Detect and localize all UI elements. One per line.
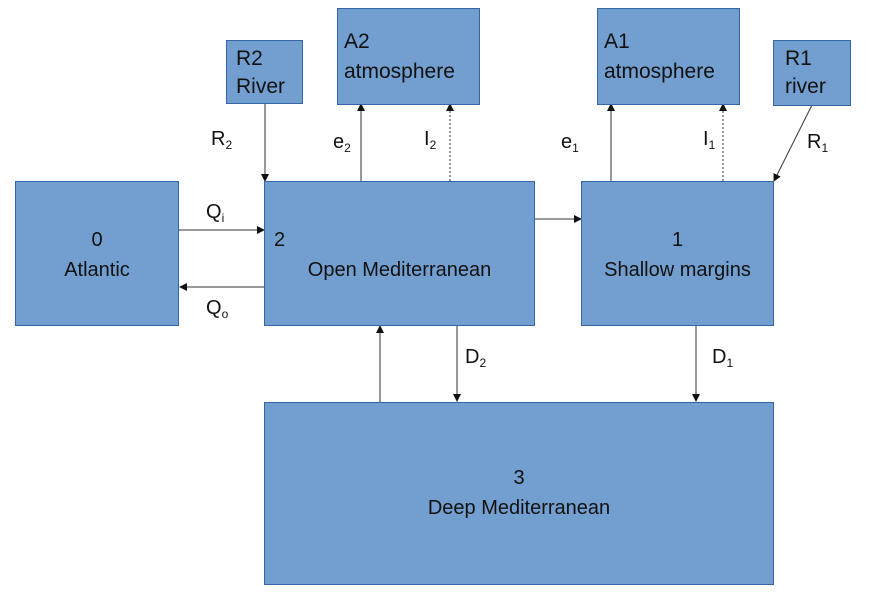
box-deep-mediterranean-id: 3 — [513, 467, 525, 489]
box-open-mediterranean-id: 2 — [274, 229, 286, 251]
label-i2: I2 — [424, 128, 436, 152]
box-a2-name: atmosphere — [344, 60, 455, 83]
label-qo-base: Q — [206, 297, 222, 319]
label-d1-sub: 1 — [726, 356, 734, 370]
label-e1: e1 — [561, 131, 579, 155]
label-e1-base: e — [561, 131, 573, 153]
box-atlantic[interactable]: 0 Atlantic — [15, 181, 179, 326]
box-a1-atmosphere[interactable]: A1 atmosphere — [597, 8, 740, 105]
box-r1-id: R1 — [785, 47, 812, 70]
label-i1: I1 — [703, 128, 715, 152]
box-r1-river[interactable]: R1 river — [773, 40, 851, 106]
box-deep-mediterranean[interactable]: 3 Deep Mediterranean — [264, 402, 774, 585]
box-a2-atmosphere[interactable]: A2 atmosphere — [337, 8, 480, 105]
label-e2-sub: 2 — [344, 141, 351, 155]
label-qo: Qo — [206, 297, 228, 321]
arrow-r1 — [773, 104, 813, 182]
box-r2-name: River — [236, 75, 286, 98]
label-r2-sub: 2 — [225, 138, 233, 152]
box-shallow-margins-id: 1 — [671, 229, 684, 251]
box-shallow-margins[interactable]: 1 Shallow margins — [581, 181, 774, 326]
box-atlantic-name: Atlantic — [64, 259, 130, 281]
label-r1: R1 — [807, 131, 828, 155]
label-r1-base: R — [807, 131, 822, 153]
label-i2-base: I — [424, 128, 430, 150]
box-open-mediterranean[interactable]: 2 Open Mediterranean — [264, 181, 535, 326]
box-r2-river[interactable]: R2 River — [226, 40, 303, 104]
label-d1-base: D — [712, 346, 727, 368]
label-i2-sub: 2 — [429, 138, 437, 152]
box-a2-id: A2 — [344, 30, 370, 53]
label-d1: D1 — [712, 346, 733, 370]
box-a1-id: A1 — [604, 30, 630, 53]
box-r2-id: R2 — [236, 47, 263, 70]
label-e2-base: e — [333, 131, 345, 153]
label-d2-base: D — [465, 346, 480, 368]
box-r1-name: river — [785, 75, 826, 98]
box-open-mediterranean-name: Open Mediterranean — [307, 259, 492, 281]
label-qi: Qi — [206, 201, 224, 225]
label-qi-sub: i — [221, 211, 225, 225]
label-d2-sub: 2 — [479, 356, 487, 370]
label-d2: D2 — [465, 346, 486, 370]
box-atlantic-id: 0 — [91, 229, 103, 251]
label-qo-sub: o — [221, 307, 229, 321]
box-a1-name: atmosphere — [604, 60, 715, 83]
label-qi-base: Q — [206, 201, 222, 223]
box-shallow-margins-name: Shallow margins — [604, 259, 751, 281]
label-i1-sub: 1 — [708, 138, 716, 152]
label-r2-base: R — [211, 128, 226, 150]
label-i1-base: I — [703, 128, 709, 150]
label-r2: R2 — [211, 128, 232, 152]
label-e1-sub: 1 — [572, 141, 579, 155]
box-deep-mediterranean-name: Deep Mediterranean — [427, 497, 611, 519]
label-r1-sub: 1 — [821, 141, 829, 155]
label-e2: e2 — [333, 131, 351, 155]
